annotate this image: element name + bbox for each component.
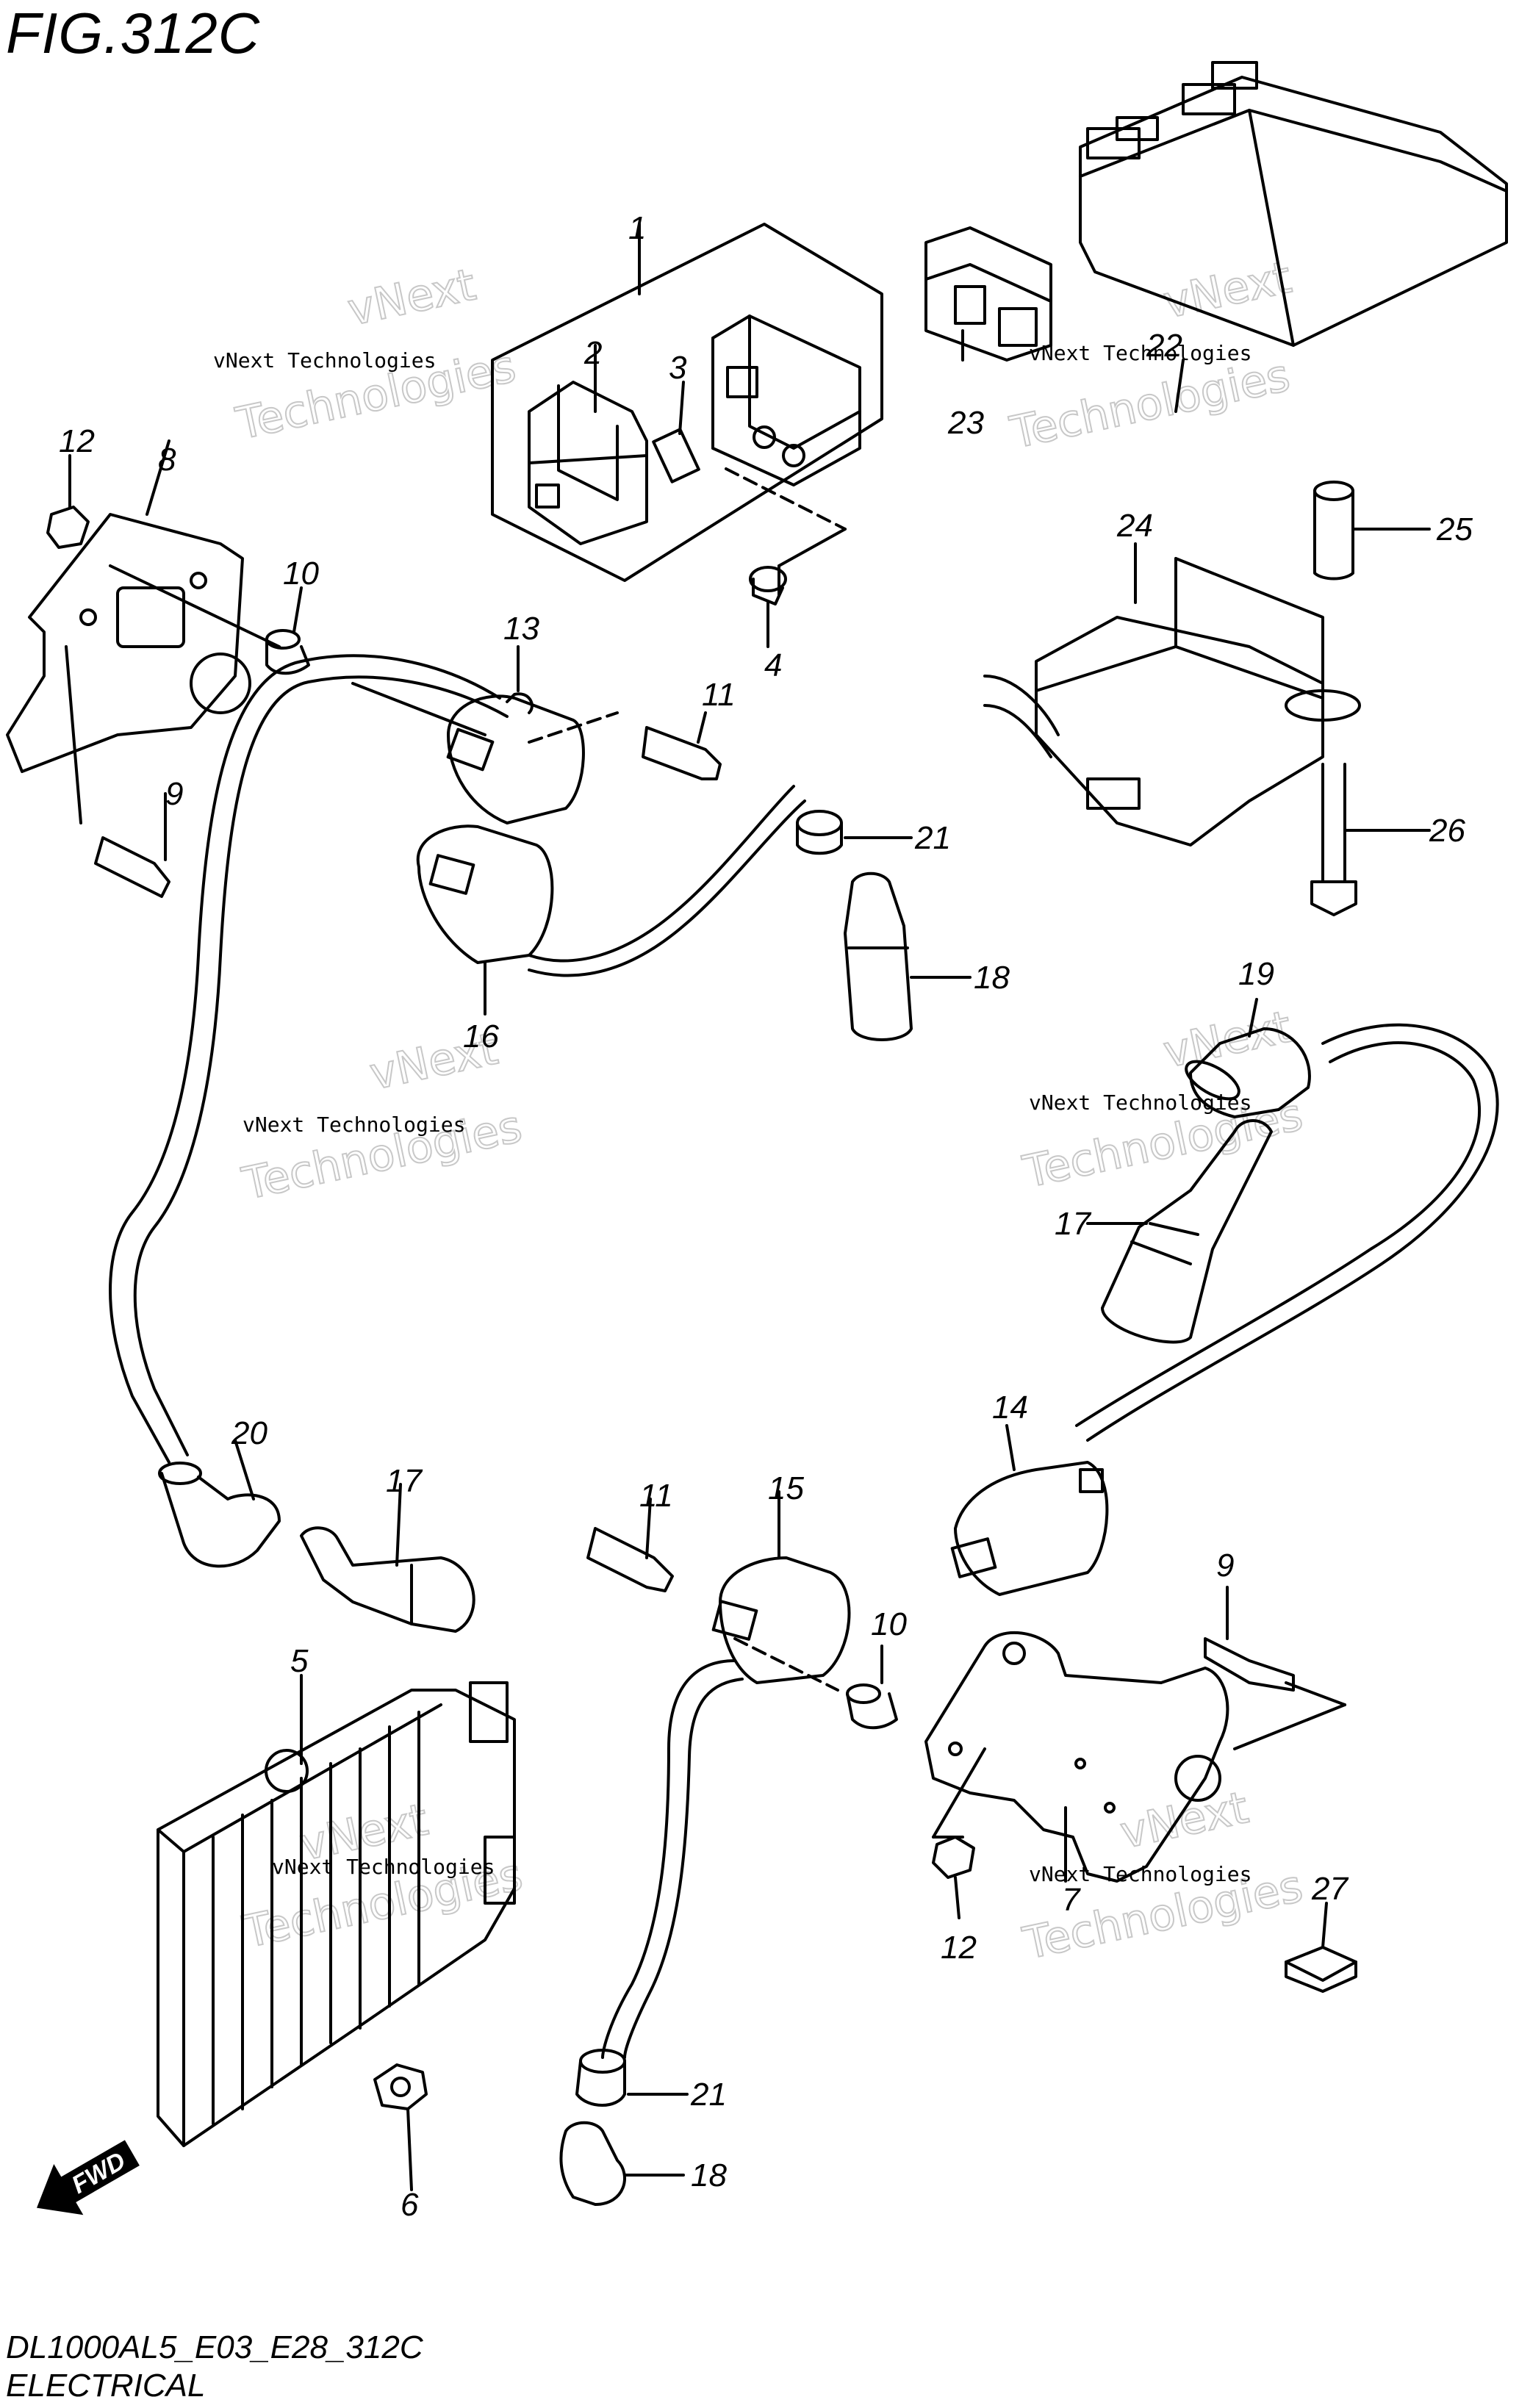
hose-long-right xyxy=(1075,1023,1499,1442)
callout-15: 15 xyxy=(768,1470,804,1506)
watermark-middle-right: vNext Technologies vNext Technologies xyxy=(1018,1001,1308,1199)
svg-text:vNext: vNext xyxy=(1116,1782,1253,1859)
section-title: ELECTRICAL xyxy=(6,2368,206,2404)
callout-10-upper: 10 xyxy=(283,556,319,592)
spacer-10-upper xyxy=(265,586,310,675)
callout-12-lower: 12 xyxy=(941,1930,977,1966)
plug-cap-20 xyxy=(158,1439,281,1568)
ignition-coil-14 xyxy=(950,1424,1109,1596)
callout-1: 1 xyxy=(628,210,646,246)
plug-boot-17-lower xyxy=(300,1483,475,1633)
callout-8: 8 xyxy=(158,442,176,478)
nut-12-lower xyxy=(932,1836,975,1919)
nut-12-upper xyxy=(46,454,90,549)
callout-17-lower: 17 xyxy=(386,1463,423,1499)
figure-title: FIG.312C xyxy=(6,1,261,65)
pad-27 xyxy=(1285,1902,1357,1993)
ignition-coil-15 xyxy=(711,1490,851,1692)
callout-10-lower: 10 xyxy=(871,1606,907,1642)
callout-3: 3 xyxy=(669,350,687,386)
fwd-label: FWD xyxy=(67,2146,130,2199)
callout-12-upper: 12 xyxy=(59,423,95,459)
svg-text:vNext Technologies: vNext Technologies xyxy=(1029,341,1252,365)
callout-labels: 1 2 3 4 5 6 7 8 9 9 10 10 11 11 12 12 13… xyxy=(59,210,1473,2223)
callout-13: 13 xyxy=(503,611,539,647)
bracket-8 xyxy=(6,439,281,824)
screw-4 xyxy=(749,566,787,648)
fuse-holder xyxy=(711,315,861,486)
callout-19: 19 xyxy=(1238,956,1274,992)
plug-boot-18-upper xyxy=(844,871,972,1041)
connector-23 xyxy=(924,226,1052,362)
svg-text:vNext: vNext xyxy=(1159,252,1296,329)
callout-27: 27 xyxy=(1311,1871,1349,1907)
spacer-25 xyxy=(1313,481,1431,581)
ignition-coil-13 xyxy=(351,645,619,824)
bolt-9-upper xyxy=(94,792,170,898)
plug-cap-21-upper xyxy=(796,810,913,855)
regulator-rectifier xyxy=(157,1674,516,2147)
hose-upper-right xyxy=(528,785,806,977)
callout-16: 16 xyxy=(463,1018,499,1054)
nut-6 xyxy=(373,2063,428,2191)
fuse xyxy=(652,381,700,484)
relay-kit-frame xyxy=(491,223,883,597)
callout-18-upper: 18 xyxy=(974,960,1010,996)
callout-2: 2 xyxy=(583,335,602,371)
callout-11-lower: 11 xyxy=(639,1478,673,1514)
callout-7: 7 xyxy=(1062,1882,1081,1918)
ignition-coil-16 xyxy=(416,824,554,1016)
bracket-7 xyxy=(924,1631,1229,1883)
callout-20: 20 xyxy=(231,1415,267,1451)
plug-cap-21-lower xyxy=(575,2049,689,2107)
callout-26: 26 xyxy=(1429,813,1465,849)
callout-6: 6 xyxy=(401,2187,419,2223)
plug-boot-18-lower xyxy=(559,2121,685,2206)
callout-22: 22 xyxy=(1146,328,1182,364)
callout-9-lower: 9 xyxy=(1216,1548,1234,1584)
svg-text:vNext: vNext xyxy=(343,259,480,337)
callout-17-upper: 17 xyxy=(1055,1206,1091,1242)
plug-cap-19 xyxy=(1185,998,1311,1118)
spacer-10-lower xyxy=(846,1645,898,1730)
watermark-top-left: vNext Technologies vNext Technologies xyxy=(213,259,521,451)
callout-18-lower: 18 xyxy=(691,2157,727,2193)
callout-4: 4 xyxy=(764,647,782,683)
watermark-middle-left: vNext Technologies vNext Technologies xyxy=(237,1023,528,1211)
ecm-unit xyxy=(1079,61,1508,413)
bolt-11-upper xyxy=(642,711,722,780)
svg-text:vNext Technologies: vNext Technologies xyxy=(272,1855,495,1879)
callout-24: 24 xyxy=(1116,508,1153,544)
callout-5: 5 xyxy=(290,1643,309,1679)
sensor-module-24 xyxy=(983,542,1361,847)
callout-21-upper: 21 xyxy=(914,820,951,856)
hose-long-left xyxy=(109,654,509,1464)
svg-text:vNext Technologies: vNext Technologies xyxy=(213,348,436,373)
callout-14: 14 xyxy=(992,1390,1028,1426)
bolt-26 xyxy=(1310,763,1431,916)
hose-lower-left xyxy=(601,1659,744,2059)
callout-23: 23 xyxy=(947,405,984,441)
svg-text:vNext Technologies: vNext Technologies xyxy=(243,1113,465,1137)
watermark-bottom-right: vNext Technologies vNext Technologies xyxy=(1018,1781,1308,1971)
callout-21-lower: 21 xyxy=(690,2077,727,2113)
starter-relay xyxy=(528,344,648,545)
diagram-code: DL1000AL5_E03_E28_312C xyxy=(6,2329,423,2365)
plug-boot-17-upper xyxy=(1086,1119,1273,1344)
fwd-arrow-icon: FWD xyxy=(37,2140,140,2215)
bolt-11-lower xyxy=(586,1498,674,1592)
svg-text:Technologies: Technologies xyxy=(1006,350,1295,459)
callout-25: 25 xyxy=(1436,511,1473,547)
callout-11-upper: 11 xyxy=(702,677,736,713)
bolt-9-lower xyxy=(1204,1586,1346,1750)
callout-9-upper: 9 xyxy=(165,776,183,812)
